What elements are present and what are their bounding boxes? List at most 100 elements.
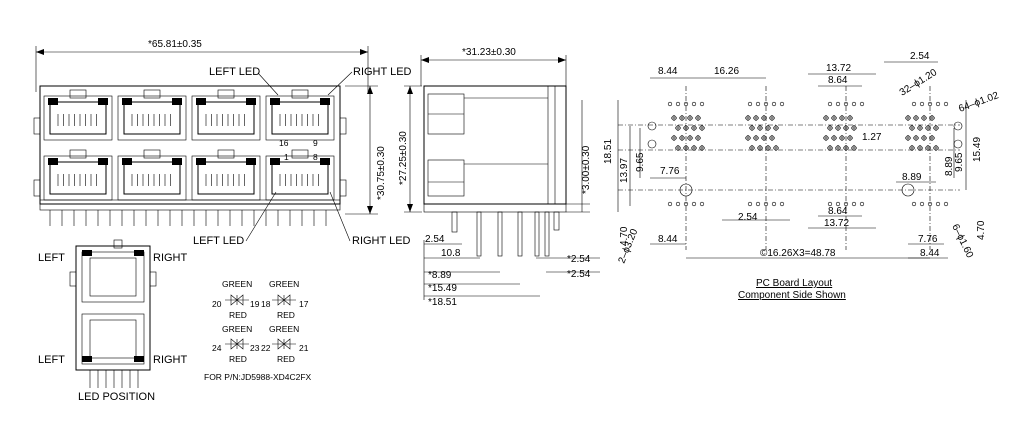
pcb-dim-15-49: 15.49 xyxy=(972,137,983,162)
pcb-dim-1-27: 1.27 xyxy=(862,132,882,143)
led-pin-23: 23 xyxy=(250,343,260,353)
led-pin-19: 19 xyxy=(250,299,260,309)
led-1-red: RED xyxy=(229,310,247,320)
rj45-port xyxy=(117,149,187,201)
pcb-hole xyxy=(827,201,833,207)
led-indicator xyxy=(196,98,206,105)
pcb-hole xyxy=(647,139,657,149)
led-pin-20: 20 xyxy=(212,299,222,309)
pcb-hole xyxy=(779,201,785,207)
right-led-bottom-label: RIGHT LED xyxy=(352,235,411,247)
pcb-hole xyxy=(943,201,949,207)
side-dim-10-8: 10.8 xyxy=(441,248,461,259)
front-height-dim: *30.75±0.30 xyxy=(376,146,387,200)
pcb-hole xyxy=(835,201,841,207)
pcb-hole xyxy=(763,101,769,107)
led-3-green: GREEN xyxy=(222,324,252,334)
pcb-dim-7-76-right: 7.76 xyxy=(918,234,938,245)
pcb-hole xyxy=(747,201,753,207)
led-1-green: GREEN xyxy=(222,279,252,289)
pcb-hole xyxy=(953,139,963,149)
side-dim-2-54-left: 2.54 xyxy=(425,234,445,245)
rj45-port xyxy=(43,149,113,201)
pcb-dim-8-64-bot: 8.64 xyxy=(828,206,848,217)
pcb-hole xyxy=(683,201,689,207)
led-pin-17: 17 xyxy=(299,299,309,309)
pcb-hole xyxy=(919,201,925,207)
pcb-dim-9-65-left: 9.65 xyxy=(635,152,646,172)
pcb-dim-8-44-top: 8.44 xyxy=(658,66,678,77)
pcb-hole xyxy=(647,121,657,131)
pcb-dim-64-hole: 64–ϕ1.02 xyxy=(957,90,1000,115)
led-pos-left-top: LEFT xyxy=(38,252,65,264)
pcb-hole xyxy=(927,201,933,207)
pcb-hole xyxy=(667,201,673,207)
pin-9-label: 9 xyxy=(313,138,318,148)
pcb-dim-6-hole: 6–ϕ1.60 xyxy=(949,222,975,260)
rj45-port xyxy=(265,89,335,141)
pcb-hole xyxy=(935,201,941,207)
pcb-hole xyxy=(675,101,681,107)
pcb-dim-7-76-left: 7.76 xyxy=(660,166,680,177)
side-dim-18-51: *18.51 xyxy=(428,297,457,308)
side-height-dim: *27.25±0.30 xyxy=(398,131,409,185)
rj45-port xyxy=(265,149,335,201)
led-pin-24: 24 xyxy=(212,343,222,353)
pcb-dim-32-hole: 32–ϕ1.20 xyxy=(898,67,940,99)
side-depth-dim: *31.23±0.30 xyxy=(462,47,516,58)
pcb-dim-16-26: 16.26 xyxy=(714,66,739,77)
led-position-caption: LED POSITION xyxy=(78,391,155,403)
pcb-hole xyxy=(683,101,689,107)
pcb-dim-8-89-v: 8.89 xyxy=(944,156,955,176)
rj45-port xyxy=(191,89,261,141)
left-led-bottom-label: LEFT LED xyxy=(193,235,244,247)
side-dim-8-89: *8.89 xyxy=(428,270,452,281)
led-indicator xyxy=(172,98,182,105)
led-pin-22: 22 xyxy=(261,343,271,353)
pcb-layout: 8.44 16.26 13.72 8.64 2.54 32–ϕ1.20 64–ϕ… xyxy=(603,51,1001,301)
pcb-dim-pitch: ©16.26X3=48.78 xyxy=(760,248,836,259)
led-diode-symbol xyxy=(272,338,296,350)
pcb-caption-1: PC Board Layout xyxy=(756,278,832,289)
led-indicator xyxy=(48,98,58,105)
pcb-dim-8-44-bl: 8.44 xyxy=(658,234,678,245)
pcb-caption-2: Component Side Shown xyxy=(738,290,846,301)
pcb-dim-2-54-bot: 2.54 xyxy=(738,212,758,223)
led-pin-21: 21 xyxy=(299,343,309,353)
led-indicator xyxy=(320,158,330,165)
led-indicator xyxy=(270,98,280,105)
side-pin-length-dim: *3.00±0.30 xyxy=(581,145,592,194)
led-indicator xyxy=(122,98,132,105)
pcb-dim-13-72-bot: 13.72 xyxy=(824,218,849,229)
pcb-hole xyxy=(755,101,761,107)
led-position-view: LEFT RIGHT LEFT RIGHT LED POSITION xyxy=(38,239,188,403)
pcb-hole xyxy=(691,101,697,107)
pcb-hole xyxy=(935,101,941,107)
led-indicator xyxy=(122,158,132,165)
pcb-hole xyxy=(859,201,865,207)
rj45-port xyxy=(117,89,187,141)
led-pos-right-bottom: RIGHT xyxy=(153,354,188,366)
pcb-dim-13-97: 13.97 xyxy=(619,158,630,183)
led-4-green: GREEN xyxy=(269,324,299,334)
led-diode-symbol xyxy=(225,294,249,306)
pcb-dim-2-54-top: 2.54 xyxy=(910,51,930,62)
part-number-label: FOR P/N:JD5988-XD4C2FX xyxy=(204,372,312,382)
pcb-dim-8-64-top: 8.64 xyxy=(828,75,848,86)
pcb-hole xyxy=(675,201,681,207)
led-2-red: RED xyxy=(277,310,295,320)
led-3-red: RED xyxy=(229,354,247,364)
led-indicator xyxy=(270,158,280,165)
side-dim-2-54-r1: *2.54 xyxy=(567,254,591,265)
rj45-port xyxy=(43,89,113,141)
pin-1-label: 1 xyxy=(284,152,289,162)
front-view: *65.81±0.35 *30.75±0.30 LEFT LED RIGHT L… xyxy=(33,39,412,247)
led-2-green: GREEN xyxy=(269,279,299,289)
pcb-hole xyxy=(747,101,753,107)
pcb-hole xyxy=(911,101,917,107)
pcb-hole xyxy=(763,201,769,207)
pcb-hole xyxy=(911,201,917,207)
led-indicator xyxy=(246,98,256,105)
led-indicator xyxy=(98,158,108,165)
